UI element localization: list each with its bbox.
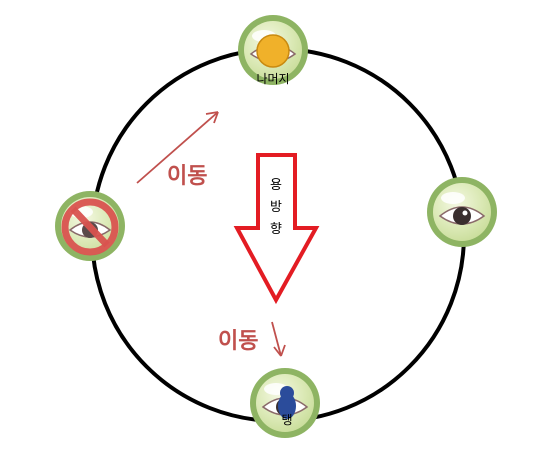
node-top: 나머지 [238,15,308,86]
node-bottom: 탱 [250,368,320,438]
move-label-bottom: 이동 [218,329,258,354]
node-top-label: 나머지 [256,72,289,86]
direction-char-3: 향 [270,222,282,237]
prohibited-eye-icon [61,198,119,256]
move-arrow-left [136,111,219,184]
node-bottom-label: 탱 [281,413,292,427]
yellow-token [256,34,290,68]
move-label-left: 이동 [167,164,207,189]
move-arrow-bottom [271,321,286,357]
direction-char-1: 용 [270,178,282,193]
node-right [427,177,497,247]
direction-arrow: 용 방 향 [233,153,320,305]
direction-char-2: 방 [270,200,282,215]
eye-icon [438,206,486,225]
node-left [55,191,125,261]
blue-pawn [278,386,296,419]
